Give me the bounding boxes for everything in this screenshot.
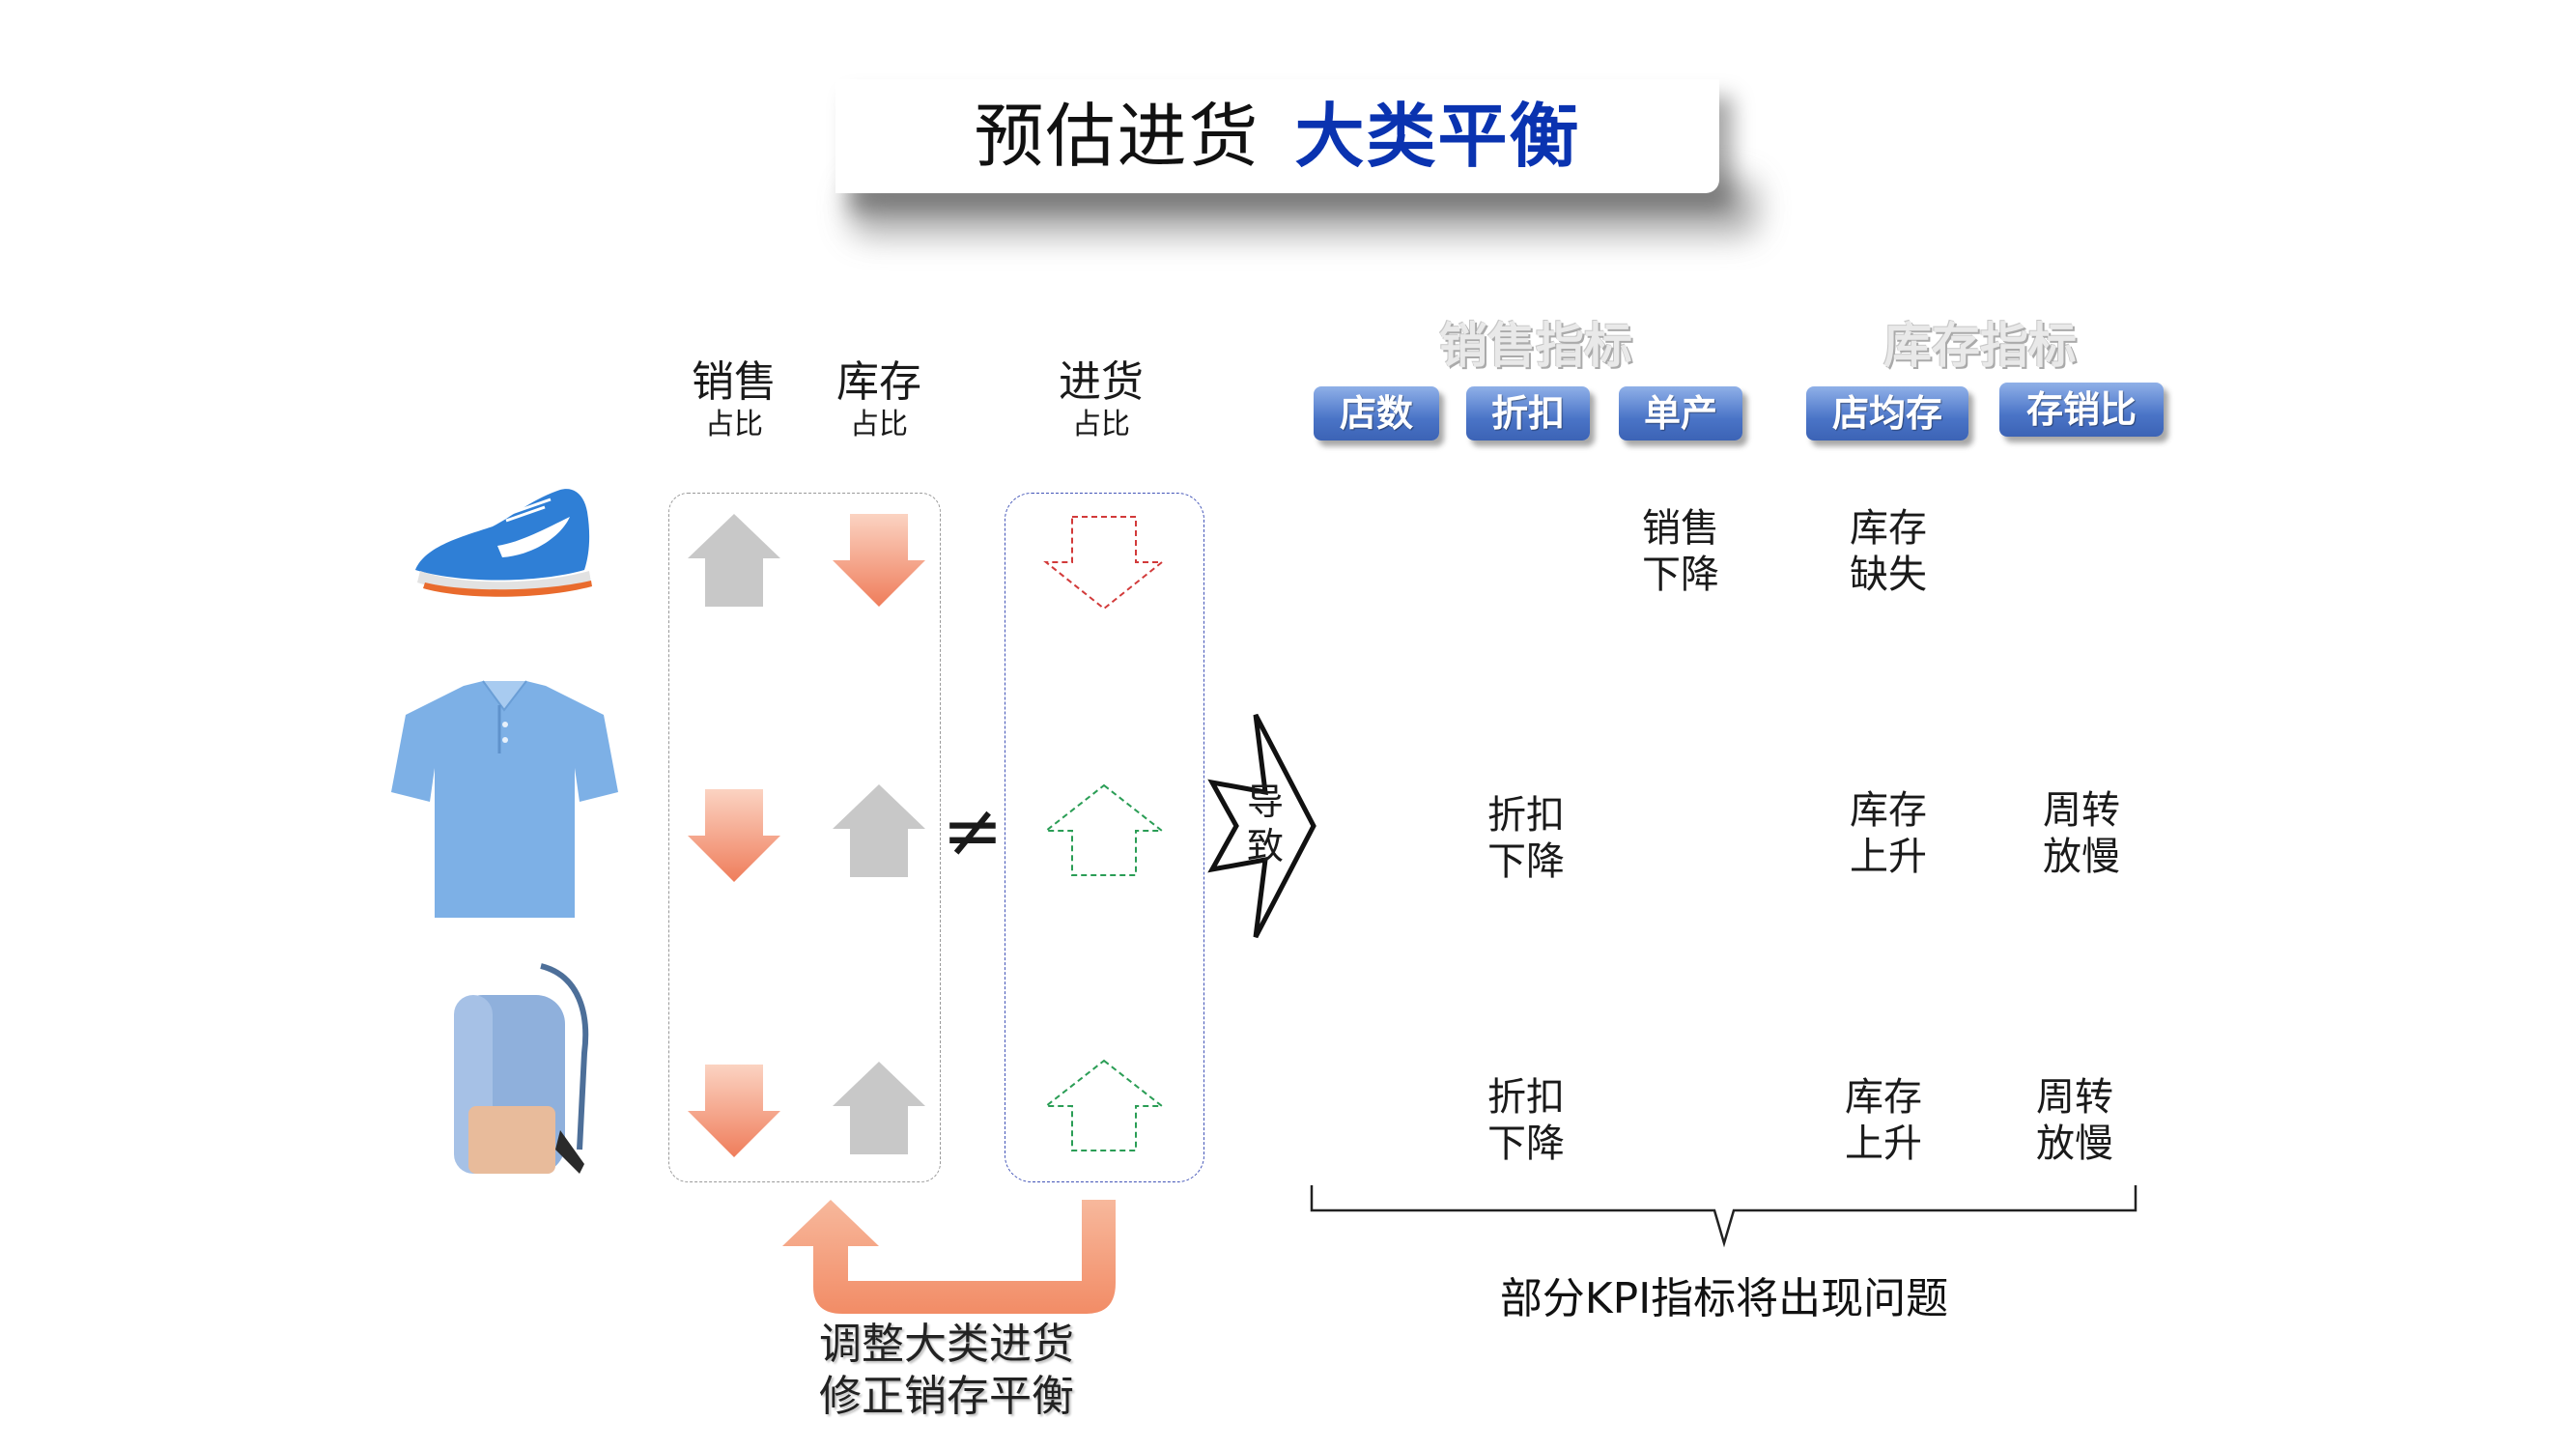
cell-line: 销售 [1642,506,1719,551]
header-sales: 销售 占比 [676,357,792,442]
sales-stock-panel [668,493,941,1182]
stock-kpi-group-title: 库存指标 [1883,318,2077,374]
brace-icon [1310,1185,2137,1248]
cell-line: 库存 [1850,788,1927,833]
sales-up-arrow-row1 [688,514,780,607]
row3-avg-stock-cell: 库存 上升 [1826,1074,1941,1167]
purchase-panel [1005,493,1204,1182]
kpi-pill-stock-sales-ratio: 存销比 [1999,383,2164,437]
adjust-caption-line2: 修正销存平衡 [819,1372,1074,1421]
title-prefix: 预估进货 [974,96,1260,177]
cell-line: 上升 [1845,1122,1922,1166]
stock-down-arrow-row1 [833,514,925,607]
sales-kpi-group-title: 销售指标 [1439,318,1632,374]
lead-to-char-1: 导 [1246,781,1284,823]
cell-line: 库存 [1850,506,1927,551]
kpi-pill-unit-output: 单产 [1619,386,1742,440]
loop-arrow-icon [782,1200,1116,1314]
kpi-pill-store-count: 店数 [1314,386,1439,440]
not-equal-symbol: ≠ [942,787,1004,873]
row3-discount-cell: 折扣 下降 [1468,1074,1584,1167]
cell-line: 周转 [2036,1075,2113,1120]
lead-to-arrow-icon [1207,713,1316,939]
row2-ratio-cell: 周转 放慢 [2024,787,2139,880]
purchase-up-arrow-row3 [1043,1059,1165,1151]
cell-line: 下降 [1487,839,1565,884]
cell-line: 缺失 [1850,553,1927,597]
cell-line: 下降 [1487,1122,1565,1166]
title-banner [835,79,1719,193]
title-emphasis: 大类平衡 [1294,96,1581,177]
adjust-caption: 调整大类进货 修正销存平衡 [763,1319,1130,1423]
cell-line: 折扣 [1487,793,1565,838]
lead-to-char-2: 致 [1246,825,1284,867]
lead-to-label: 导 致 [1241,780,1289,868]
adjust-caption-line1: 调整大类进货 [819,1320,1074,1369]
sales-down-arrow-row3 [688,1065,780,1157]
header-stock: 库存 占比 [821,357,937,442]
header-stock-sub: 占比 [850,408,908,441]
cell-line: 周转 [2043,788,2120,833]
polo-shirt-image [391,680,618,918]
row1-avg-stock-cell: 库存 缺失 [1830,505,1946,598]
row1-unit-output-cell: 销售 下降 [1623,505,1739,598]
stock-up-arrow-row3 [833,1062,925,1154]
header-sales-label: 销售 [692,357,777,407]
stock-up-arrow-row2 [833,784,925,877]
row3-ratio-cell: 周转 放慢 [2017,1074,2133,1167]
cell-line: 下降 [1642,553,1719,597]
row2-avg-stock-cell: 库存 上升 [1830,787,1946,880]
purchase-up-arrow-row2 [1043,783,1165,876]
kpi-pill-discount: 折扣 [1466,386,1590,440]
header-purchase: 进货 占比 [1043,357,1159,442]
cell-line: 放慢 [2043,835,2120,879]
row2-discount-cell: 折扣 下降 [1468,792,1584,885]
cell-line: 库存 [1845,1075,1922,1120]
header-sales-sub: 占比 [705,408,763,441]
sales-down-arrow-row2 [688,789,780,882]
header-purchase-sub: 占比 [1072,408,1130,441]
kpi-issue-caption: 部分KPI指标将出现问题 [1499,1274,1949,1323]
purchase-down-arrow-row1 [1043,516,1165,611]
header-stock-label: 库存 [836,357,921,407]
cell-line: 上升 [1850,835,1927,879]
page-title: 预估进货大类平衡 [835,93,1719,180]
sneaker-image [415,489,592,597]
header-purchase-label: 进货 [1059,357,1144,407]
kpi-pill-avg-store-stock: 店均存 [1806,386,1968,440]
backpack-image [454,963,589,1174]
cell-line: 折扣 [1487,1075,1565,1120]
cell-line: 放慢 [2036,1122,2113,1166]
